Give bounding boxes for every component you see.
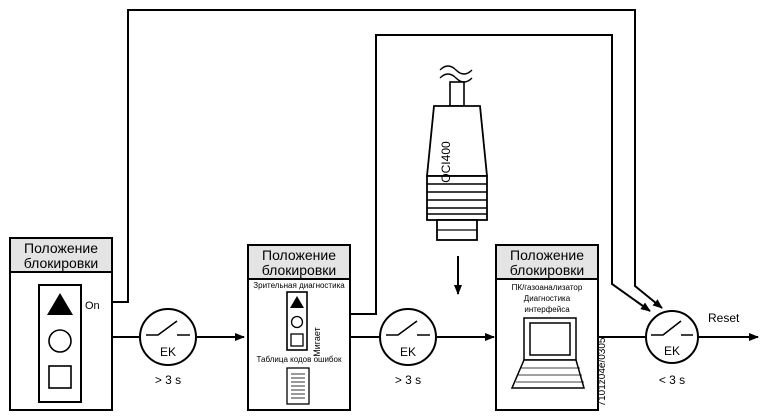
panel-title-line2: блокировки [262, 262, 336, 278]
blink-label: Мигает [312, 327, 322, 356]
switch-time: < 3 s [659, 373, 685, 387]
switch-time: > 3 s [155, 373, 181, 387]
pc-analyzer-label: ПК/газоанализатор [512, 283, 583, 292]
adapter-body [426, 105, 488, 177]
triangle-up-icon [290, 296, 304, 308]
switch-contact-icon [386, 320, 430, 336]
panel-lockout-3: Положение блокировки ПК/газоанализатор Д… [495, 244, 599, 411]
panel-header [495, 244, 599, 280]
triangle-up-icon [47, 293, 73, 315]
square-lamp-icon [290, 333, 304, 347]
visual-diagnostics-label: Зрительная диагностика [253, 281, 345, 290]
panel-title-line1: Положение [24, 240, 98, 256]
ek-switch-1: EK > 3 s [139, 308, 197, 387]
switch-contact-icon [146, 320, 190, 336]
laptop-icon [510, 317, 585, 389]
oci400-adapter: OCI400 [426, 65, 488, 241]
square-lamp-icon [48, 365, 72, 389]
adapter-cable [449, 81, 465, 107]
cable-break-icon [439, 65, 473, 83]
diagnostics-label: Диагностика [524, 294, 571, 303]
ek-switch-3: EK < 3 s [645, 310, 699, 387]
panel-title-line1: Положение [510, 247, 584, 263]
switch-time: > 3 s [395, 373, 421, 387]
panel-title-line1: Положение [262, 247, 336, 263]
document-code: 7101z04e/0305 [597, 337, 608, 406]
circle-lamp-icon [48, 329, 72, 353]
circle-lamp-icon [290, 315, 304, 329]
adapter-ribs [427, 183, 487, 215]
interface-label: интерфейса [524, 305, 570, 314]
connector-lines [112, 9, 759, 341]
panel-lockout-1: Положение блокировки On [9, 237, 113, 411]
ek-switch-2: EK > 3 s [379, 308, 437, 387]
panel-title-line2: блокировки [24, 255, 98, 271]
switch-contact-icon [651, 320, 693, 336]
outer-loop-line [112, 9, 663, 309]
error-code-rows [291, 373, 305, 399]
switch-label: EK [160, 345, 176, 359]
panel-header [9, 237, 113, 273]
on-label: On [85, 300, 100, 312]
adapter-label: OCI400 [439, 141, 453, 183]
panel-lockout-2: Положение блокировки Зрительная диагност… [247, 244, 351, 411]
inner-loop-line [350, 34, 651, 315]
error-table-label: Таблица кодов ошибок [257, 355, 342, 364]
panel-header [247, 244, 351, 280]
switch-label: EK [664, 344, 680, 358]
panel-title-line2: блокировки [510, 262, 584, 278]
reset-label: Reset [708, 311, 740, 325]
switch-label: EK [400, 345, 416, 359]
